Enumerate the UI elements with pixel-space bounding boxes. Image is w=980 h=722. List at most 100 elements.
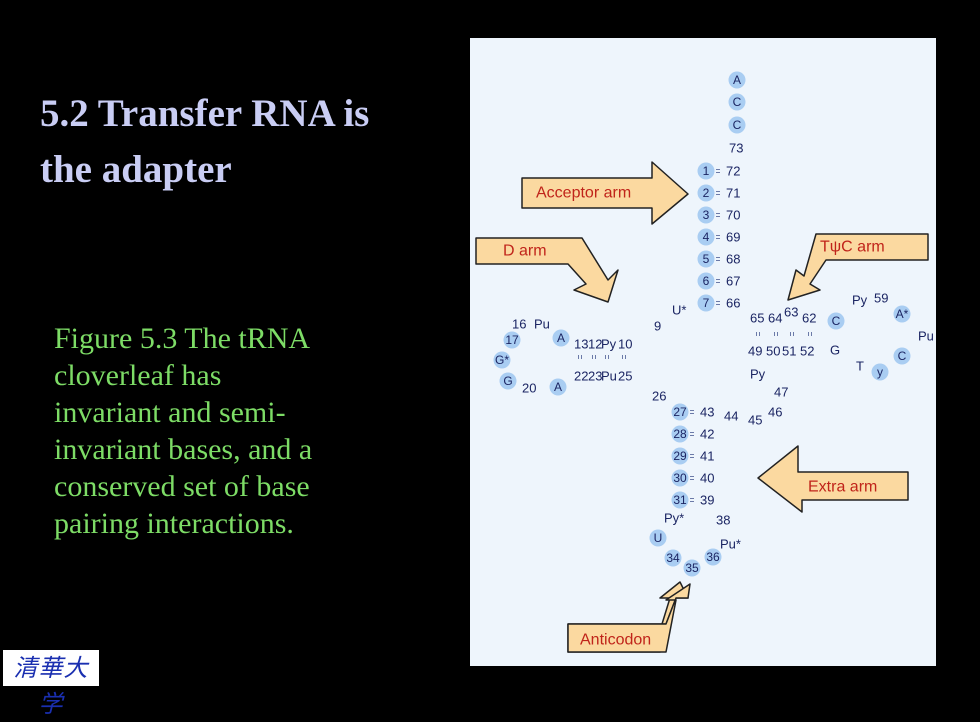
acceptor-base-4-circle: [697, 228, 715, 246]
extra-arm-arrow: [757, 445, 909, 513]
acceptor-base-72: 72: [726, 164, 740, 179]
acceptor-base-6-circle: [697, 272, 715, 290]
extra-loop-47: 47: [774, 385, 788, 400]
acceptor-base-1-circle: [697, 162, 715, 180]
anticodon-loop-35-circle: [683, 559, 701, 577]
acceptor-base-68: 68: [726, 252, 740, 267]
caption-line: cloverleaf has: [54, 359, 222, 392]
anticodon-stem-43: 43: [700, 405, 714, 420]
anticodon-loop-36-label: 36: [706, 550, 720, 564]
anticodon-label: Anticodon: [580, 632, 651, 649]
d-loop-a2-label: A: [554, 380, 562, 394]
d-loop-g-star-label: G*: [495, 353, 509, 367]
d-stem-bottom-Pu: Pu: [601, 369, 617, 384]
anticodon-stem-29-circle: [671, 447, 689, 465]
d-stem-bottom-25: 25: [618, 369, 632, 384]
acceptor-base-66: 66: [726, 296, 740, 311]
tpsic-loop-py: Py: [852, 293, 868, 308]
d-stem-top-13: 13: [574, 337, 588, 352]
anticodon-stem-27-circle: [671, 403, 689, 421]
anticodon-loop-36-circle: [704, 548, 722, 566]
d-arm-arrow: [475, 237, 619, 303]
extra-loop-44: 44: [724, 409, 738, 424]
figure-caption: Figure 5.3 The tRNA cloverleaf has invar…: [54, 320, 384, 542]
anticodon-stem-42: 42: [700, 427, 714, 442]
acceptor-base-6-label: 6: [703, 274, 710, 288]
anticodon-arrow: [567, 583, 691, 653]
d-loop-a2-circle: [549, 378, 567, 396]
tpsic-loop-59: 59: [874, 291, 888, 306]
d-loop-17-circle: [503, 331, 521, 349]
d-arm-label: D arm: [503, 243, 547, 260]
slide-title-line-1: 5.2 Transfer RNA is: [40, 92, 370, 135]
acceptor-arm-label: Acceptor arm: [536, 185, 631, 202]
tpsic-stem-top-64: 64: [768, 311, 782, 326]
acceptor-base-5-circle: [697, 250, 715, 268]
caption-line: pairing interactions.: [54, 507, 294, 540]
tpsic-arm-label: TψC arm: [820, 239, 885, 256]
acceptor-3prime-base-circle: [728, 116, 746, 134]
extra-loop-46: 46: [768, 405, 782, 420]
acceptor-arm-arrow: [521, 161, 689, 225]
acceptor-base-3-circle: [697, 206, 715, 224]
tpsic-stem-bottom-50: 50: [766, 344, 780, 359]
tpsic-stem-top-c-label: C: [832, 314, 841, 328]
tpsic-loop-c-label: C: [898, 349, 907, 363]
anticodon-stem-31-circle: [671, 491, 689, 509]
acceptor-base-2-circle: [697, 184, 715, 202]
caption-line: conserved set of base: [54, 470, 310, 503]
tpsic-loop-a-star-label: A*: [896, 307, 909, 321]
extra-loop-py: Py: [750, 367, 766, 382]
acceptor-base-70: 70: [726, 208, 740, 223]
acceptor-base-73: 73: [729, 141, 743, 156]
anticodon-stem-31-label: 31: [673, 493, 687, 507]
d-stem-top-10: 10: [618, 337, 632, 352]
acceptor-base-67: 67: [726, 274, 740, 289]
anticodon-stem-30-circle: [671, 469, 689, 487]
d-loop-g-label: G: [503, 374, 512, 388]
tpsic-arm-arrow: [787, 233, 929, 301]
acceptor-base-5-label: 5: [703, 252, 710, 266]
d-loop-16: 16: [512, 317, 526, 332]
tpsic-stem-top-62: 62: [802, 311, 816, 326]
caption-line: invariant bases, and a: [54, 433, 313, 466]
tpsic-loop-y-circle: [871, 363, 889, 381]
tpsic-stem-top-c-circle: [827, 312, 845, 330]
base-9: 9: [654, 319, 661, 334]
anticodon-loop-u-label: U: [654, 531, 663, 545]
anticodon-stem-29-label: 29: [673, 449, 687, 463]
slide-title-line-2: the adapter: [40, 148, 232, 191]
d-loop-20: 20: [522, 381, 536, 396]
acceptor-3prime-base-label: A: [733, 73, 741, 87]
tpsic-stem-bottom-51: 51: [782, 344, 796, 359]
acceptor-base-3-label: 3: [703, 208, 710, 222]
d-loop-pu: Pu: [534, 317, 550, 332]
tpsic-stem-bottom-52: 52: [800, 344, 814, 359]
d-loop-a-circle: [552, 329, 570, 347]
anticodon-loop-35-label: 35: [685, 561, 699, 575]
anticodon-loop-38: 38: [716, 513, 730, 528]
acceptor-3prime-base-label: C: [733, 118, 742, 132]
acceptor-base-1-label: 1: [703, 164, 710, 178]
tpsic-loop-c-circle: [893, 347, 911, 365]
acceptor-base-2-label: 2: [703, 186, 710, 200]
d-stem-bottom-22: 22: [574, 369, 588, 384]
acceptor-base-71: 71: [726, 186, 740, 201]
d-stem-bottom-23: 23: [588, 369, 602, 384]
d-loop-g-star-circle: [493, 351, 511, 369]
acceptor-3prime-base-circle: [728, 93, 746, 111]
acceptor-base-4-label: 4: [703, 230, 710, 244]
acceptor-base-69: 69: [726, 230, 740, 245]
acceptor-3prime-base-circle: [728, 71, 746, 89]
acceptor-base-7-label: 7: [703, 296, 710, 310]
anticodon-loop-py-star: Py*: [664, 511, 684, 526]
tsinghua-logo: 清華大学: [3, 650, 99, 718]
anticodon-loop-pu-star: Pu*: [720, 537, 741, 552]
anticodon-loop-34-circle: [664, 549, 682, 567]
anticodon-stem-39: 39: [700, 493, 714, 508]
anticodon-stem-40: 40: [700, 471, 714, 486]
acceptor-base-7-circle: [697, 294, 715, 312]
tpsic-stem-top-65: 65: [750, 311, 764, 326]
extra-arm-label: Extra arm: [808, 479, 877, 496]
